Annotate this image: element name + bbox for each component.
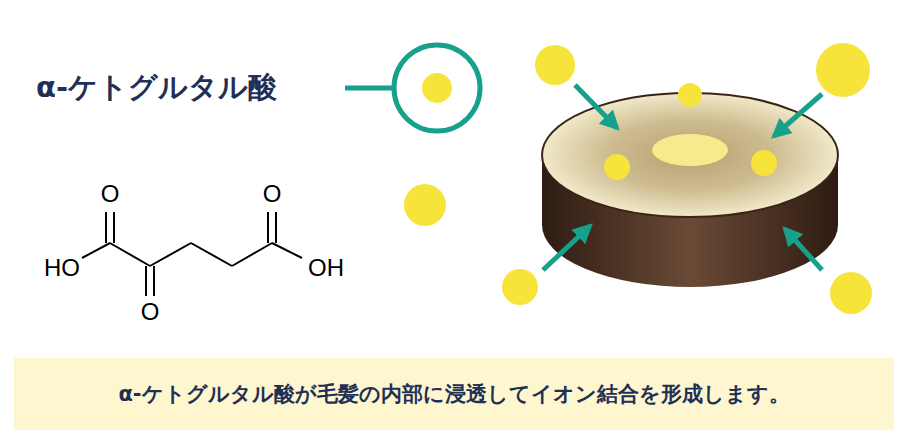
atom-label: HO (44, 254, 80, 282)
atom-label: O (141, 298, 160, 326)
caption: α-ケトグルタル酸が毛髪の内部に浸透してイオン結合を形成します。 (118, 380, 789, 408)
title: α-ケトグルタル酸 (36, 68, 277, 108)
molecule-dot (422, 73, 452, 103)
atom-label: OH (308, 254, 344, 282)
leader-line (345, 86, 392, 91)
molecule-dots (404, 43, 872, 314)
hair-cross-section (542, 93, 838, 287)
caption-band: α-ケトグルタル酸が毛髪の内部に浸透してイオン結合を形成します。 (14, 358, 894, 430)
highlight-circle (394, 45, 480, 131)
atom-label: O (263, 180, 282, 208)
penetration-arrows (543, 85, 822, 270)
atom-label: O (101, 180, 120, 208)
structure-bonds (82, 212, 302, 296)
